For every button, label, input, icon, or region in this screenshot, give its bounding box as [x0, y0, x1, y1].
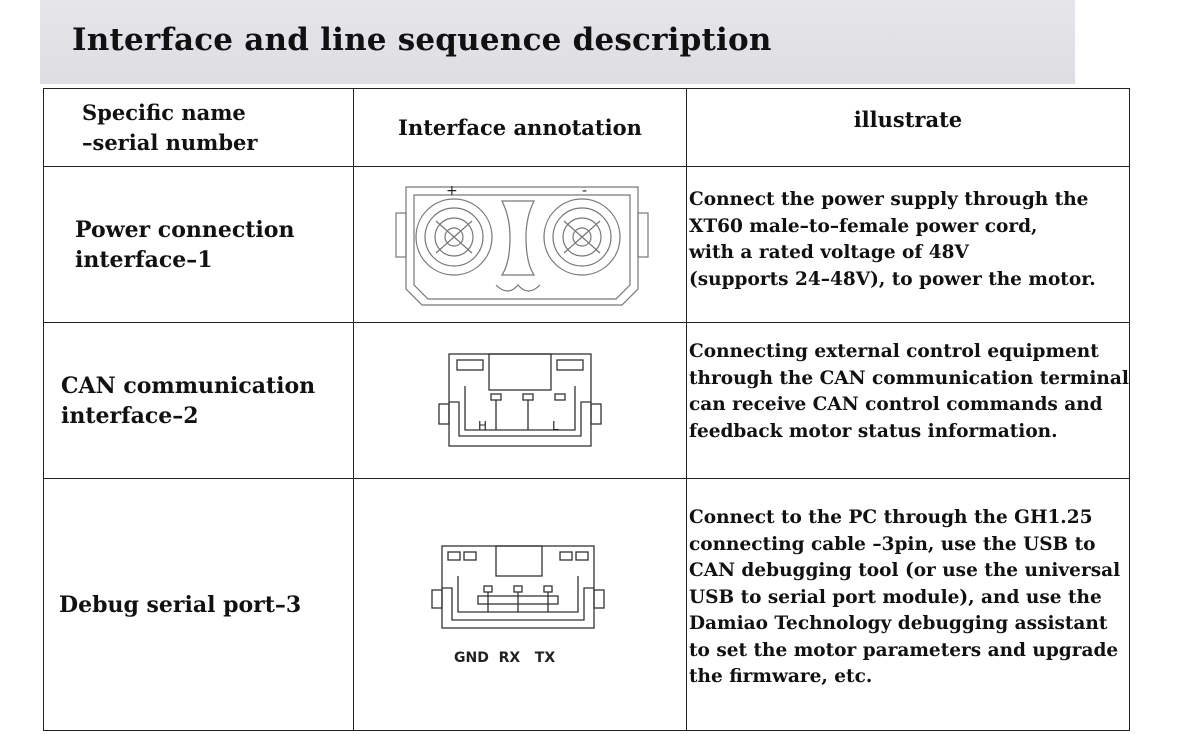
desc-line: USB to serial port module), and use the — [689, 586, 1102, 608]
can-h-pin-label: H — [478, 419, 487, 433]
desc-line: can receive CAN control commands and — [689, 394, 1103, 415]
desc-line: XT60 male–to–female power cord, — [689, 215, 1038, 237]
xt60-connector-diagram: + - — [395, 183, 649, 306]
table-header-row: Specific name –serial number Interface a… — [43, 88, 1130, 167]
row-name-line1: Debug serial port–3 — [59, 591, 302, 618]
row-desc-power: Connect the power supply through the XT6… — [686, 166, 1130, 323]
row-desc-debug: Connect to the PC through the GH1.25 con… — [686, 478, 1130, 731]
desc-line: with a rated voltage of 48V — [689, 242, 969, 263]
row-name-line2: interface–1 — [75, 246, 213, 273]
plus-label: + — [446, 183, 458, 199]
minus-label: - — [582, 183, 587, 199]
table-row: CAN communication interface–2 — [43, 322, 1130, 479]
desc-line: feedback motor status information. — [689, 420, 1058, 442]
can-connector-diagram: H L — [438, 352, 602, 447]
gh125-connector-diagram: GND RX TX — [431, 544, 605, 666]
row-name-power: Power connection interface–1 — [43, 166, 354, 323]
row-desc-can: Connecting external control equipment th… — [686, 322, 1130, 479]
title-banner — [40, 0, 1075, 84]
desc-line: Connect to the PC through the GH1.25 — [689, 507, 1093, 528]
header-illustrate: illustrate — [686, 88, 1130, 167]
desc-line: through the CAN communication terminal — [689, 367, 1129, 389]
header-name-line1: Specific name — [82, 99, 246, 125]
desc-line: the firmware, etc. — [689, 666, 873, 687]
debug-connector-cell: GND RX TX — [353, 478, 687, 731]
header-name-line2: –serial number — [82, 129, 258, 155]
page-title: Interface and line sequence description — [72, 22, 772, 58]
row-name-line1: CAN communication — [61, 372, 316, 399]
debug-pin-labels: GND RX TX — [454, 650, 555, 666]
row-name-line2: interface–2 — [61, 402, 199, 429]
desc-line: to set the motor parameters and upgrade — [689, 639, 1119, 661]
can-connector-cell: H L — [353, 322, 687, 479]
desc-line: Connect the power supply through the — [689, 189, 1089, 210]
can-l-pin-label: L — [552, 419, 559, 433]
table-row: Debug serial port–3 — [43, 478, 1130, 731]
row-name-can: CAN communication interface–2 — [43, 322, 354, 479]
table-row: Power connection interface–1 — [43, 166, 1130, 323]
desc-line: Damiao Technology debugging assistant — [689, 613, 1108, 634]
desc-line: connecting cable –3pin, use the USB to — [689, 533, 1096, 555]
desc-line: Connecting external control equipment — [689, 341, 1099, 362]
desc-line: CAN debugging tool (or use the universal — [689, 560, 1121, 581]
desc-line: (supports 24–48V), to power the motor. — [689, 268, 1096, 290]
row-name-line1: Power connection — [75, 216, 295, 243]
header-specific-name: Specific name –serial number — [43, 88, 354, 167]
interface-table: Specific name –serial number Interface a… — [43, 88, 1130, 731]
power-connector-cell: + - — [353, 166, 687, 323]
row-name-debug: Debug serial port–3 — [43, 478, 354, 731]
header-interface-annotation: Interface annotation — [353, 88, 687, 167]
